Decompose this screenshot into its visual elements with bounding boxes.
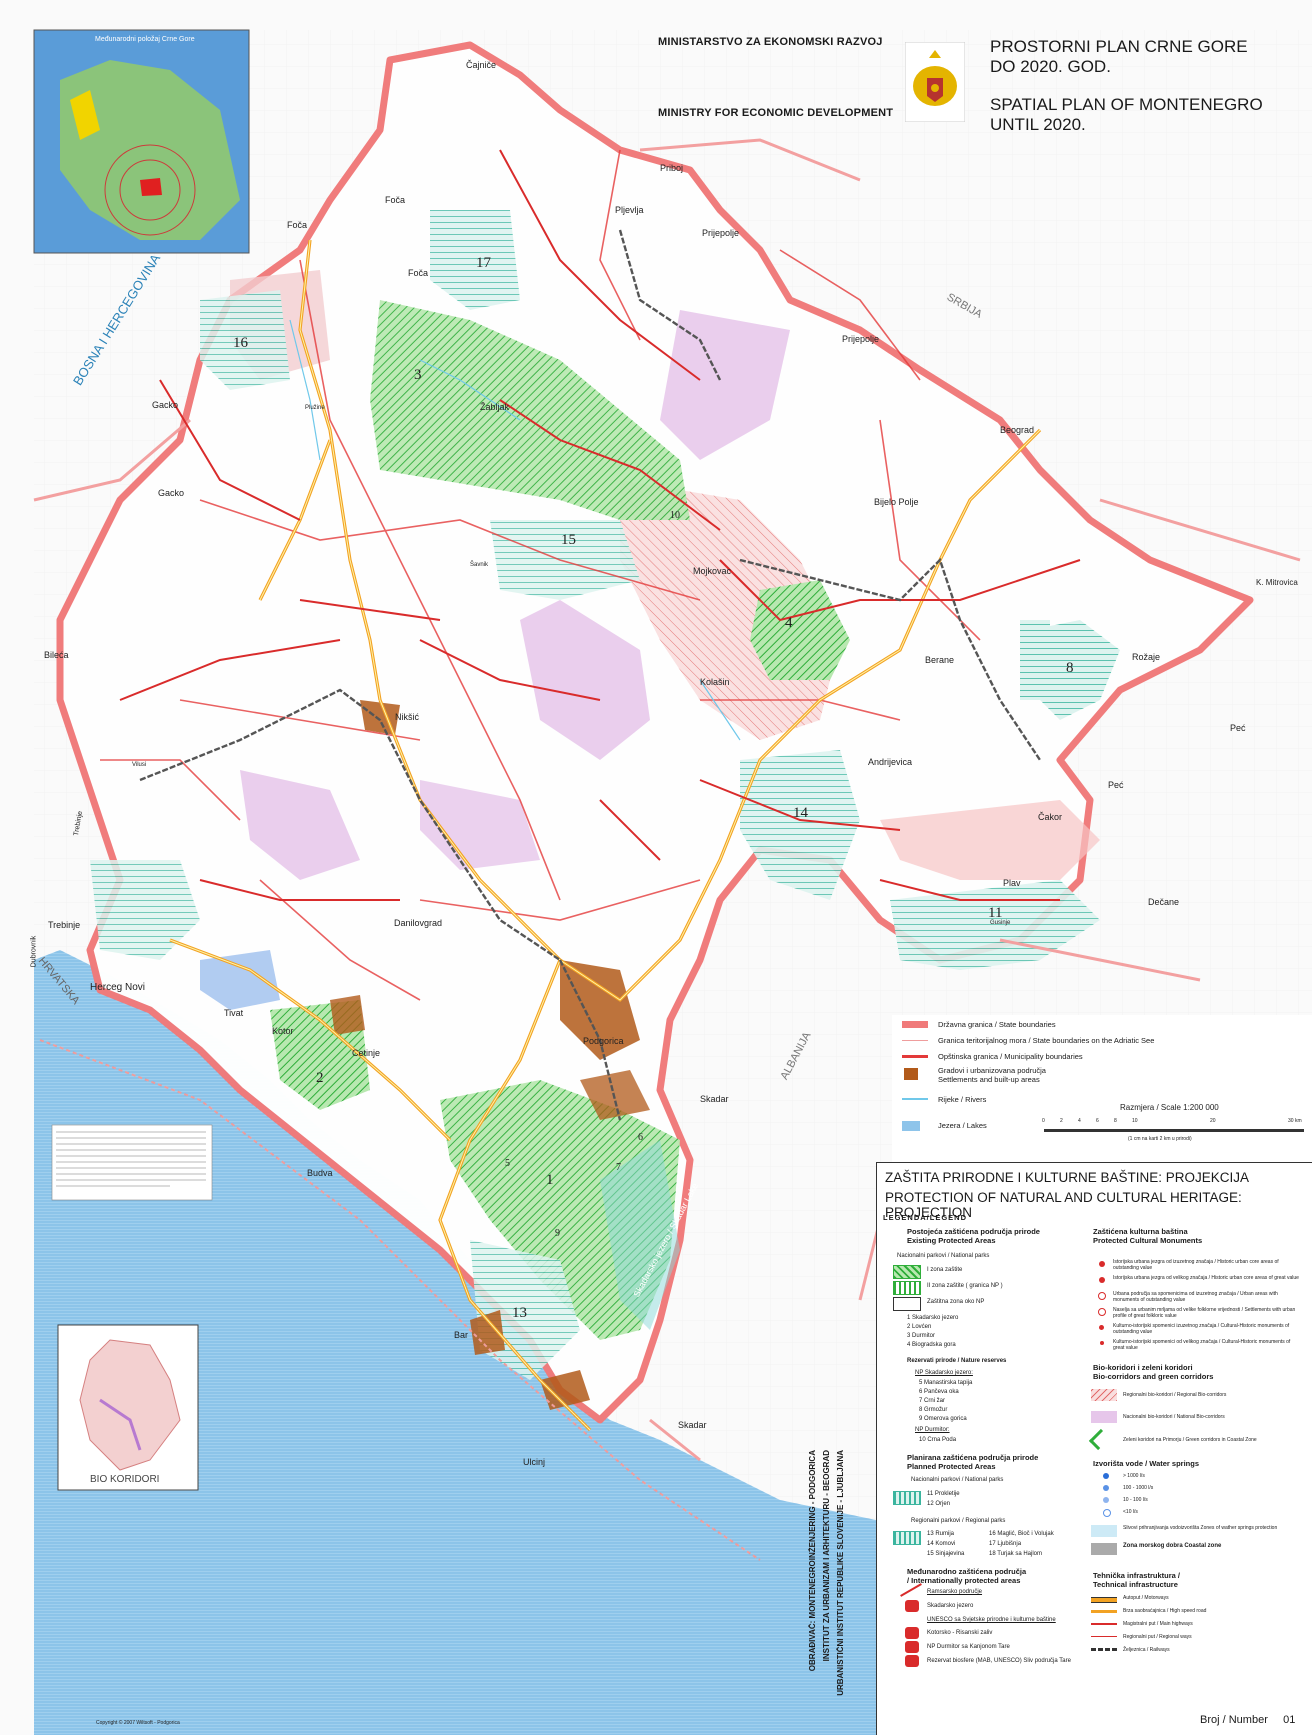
city-label[interactable]: Gacko: [158, 488, 185, 498]
area-number[interactable]: 13: [512, 1305, 527, 1321]
city-label[interactable]: Kolašin: [700, 677, 730, 687]
city-label[interactable]: Prijepolje: [842, 334, 880, 344]
base-legend: Državna granica / State boundaries Grani…: [892, 1015, 1312, 1165]
city-label[interactable]: Peć: [1108, 780, 1124, 790]
city-label[interactable]: Šavnik: [470, 562, 489, 568]
area-number[interactable]: 3: [414, 367, 422, 383]
city-label[interactable]: Kotor: [272, 1026, 294, 1036]
plan-title-me-1: PROSTORNI PLAN CRNE GORE: [990, 37, 1248, 56]
area-number[interactable]: 14: [793, 805, 808, 821]
city-label[interactable]: Dubrovnik: [30, 935, 38, 968]
city-label[interactable]: Čajniče: [466, 60, 497, 70]
area-number[interactable]: 16: [233, 335, 248, 351]
area-number[interactable]: 15: [561, 532, 576, 548]
maker-text: URBANISTIČNI INSTITUT REPUBLIKE SLOVENIJ…: [836, 1450, 845, 1696]
city-label[interactable]: Peć: [1230, 723, 1246, 733]
city-label[interactable]: Skadar: [678, 1420, 707, 1430]
city-label[interactable]: Berane: [925, 655, 955, 665]
city-label[interactable]: Beograd: [1000, 425, 1035, 435]
city-label[interactable]: Herceg Novi: [90, 982, 146, 993]
area-number[interactable]: 8: [1066, 660, 1074, 676]
sheet-number: Broj / Number 01: [1200, 1714, 1296, 1726]
city-label[interactable]: Dečane: [1148, 897, 1180, 907]
city-label[interactable]: Gacko: [152, 400, 179, 410]
city-label[interactable]: Nikšić: [395, 712, 419, 722]
city-label[interactable]: Prijepolje: [702, 228, 740, 238]
area-number[interactable]: 5: [505, 1158, 510, 1169]
city-label[interactable]: Bijelo Polje: [874, 497, 919, 507]
scale-label: Razmjera / Scale 1:200 000: [1120, 1103, 1219, 1112]
copyright: Copyright © 2007 Wiltsoft - Podgorica: [96, 1720, 180, 1726]
area-number[interactable]: 6: [638, 1132, 643, 1143]
coat-of-arms-icon: [905, 42, 965, 122]
city-label[interactable]: Bar: [454, 1330, 469, 1340]
city-label[interactable]: Budva: [307, 1168, 333, 1178]
area-number[interactable]: 9: [555, 1228, 560, 1239]
europe-inset-title: Međunarodni položaj Crne Gore: [95, 36, 195, 43]
panel-title-en: PROTECTION OF NATURAL AND CULTURAL HERIT…: [885, 1190, 1242, 1220]
area-number[interactable]: 4: [785, 615, 793, 631]
adriatic-sea: [34, 950, 876, 1735]
city-label[interactable]: Danilovgrad: [394, 918, 443, 928]
ministry-title-me: MINISTARSTVO ZA EKONOMSKI RAZVOJ: [658, 36, 883, 48]
city-label[interactable]: Priboj: [660, 163, 684, 173]
plan-title-en-1: SPATIAL PLAN OF MONTENEGRO: [990, 95, 1263, 114]
city-label[interactable]: Pljevlja: [615, 205, 644, 215]
city-label[interactable]: Trebinje: [48, 920, 81, 930]
city-label[interactable]: Podgorica: [583, 1036, 624, 1046]
bio-inset-title: BIO KORIDORI: [90, 1474, 160, 1485]
city-label[interactable]: Žabljak: [480, 402, 510, 412]
city-label[interactable]: Foča: [287, 220, 308, 230]
city-label[interactable]: Rožaje: [1132, 652, 1161, 662]
city-label[interactable]: K. Mitrovica: [1256, 578, 1298, 587]
plan-title-en-2: UNTIL 2020.: [990, 115, 1086, 134]
city-label[interactable]: Bileća: [44, 650, 69, 660]
maker-text: INSTITUT ZA URBANIZAM I ARHITEKTURU - BE…: [822, 1450, 831, 1662]
city-label[interactable]: Plav: [1003, 878, 1021, 888]
city-label[interactable]: Vilusi: [132, 762, 147, 768]
podgorica-area: [560, 960, 640, 1060]
city-label[interactable]: Foča: [385, 195, 406, 205]
city-label[interactable]: Gusinje: [990, 920, 1011, 926]
ministry-title-en: MINISTRY FOR ECONOMIC DEVELOPMENT: [658, 107, 894, 119]
plan-title-me-2: DO 2020. GOD.: [990, 57, 1111, 76]
city-label[interactable]: Cetinje: [352, 1048, 381, 1058]
city-label[interactable]: Skadar: [700, 1094, 729, 1104]
city-label[interactable]: Ulcinj: [523, 1457, 546, 1467]
maker-text: OBRAĐIVAČ: MONTENEGROINŽENJERING - PODGO…: [808, 1450, 817, 1672]
city-label[interactable]: Andrijevica: [868, 757, 913, 767]
city-label[interactable]: Mojkovac: [693, 566, 732, 576]
sea-note-box: [51, 1124, 213, 1201]
area-number[interactable]: 17: [476, 255, 491, 271]
area-3-durmitor: [370, 300, 690, 520]
area-number[interactable]: 7: [616, 1162, 621, 1173]
city-label[interactable]: Čakor: [1038, 812, 1063, 822]
city-label[interactable]: Foča: [408, 268, 429, 278]
area-number[interactable]: 11: [988, 905, 1003, 921]
area-number[interactable]: 10: [670, 510, 680, 521]
area-number[interactable]: 2: [316, 1070, 324, 1086]
panel-title-me: ZAŠTITA PRIRODNE I KULTURNE BAŠTINE: PRO…: [885, 1170, 1250, 1185]
protection-legend-panel: ZAŠTITA PRIRODNE I KULTURNE BAŠTINE: PRO…: [876, 1162, 1312, 1735]
city-label[interactable]: Tivat: [224, 1008, 244, 1018]
area-number[interactable]: 1: [546, 1172, 554, 1188]
city-label[interactable]: Plužine: [305, 405, 325, 411]
